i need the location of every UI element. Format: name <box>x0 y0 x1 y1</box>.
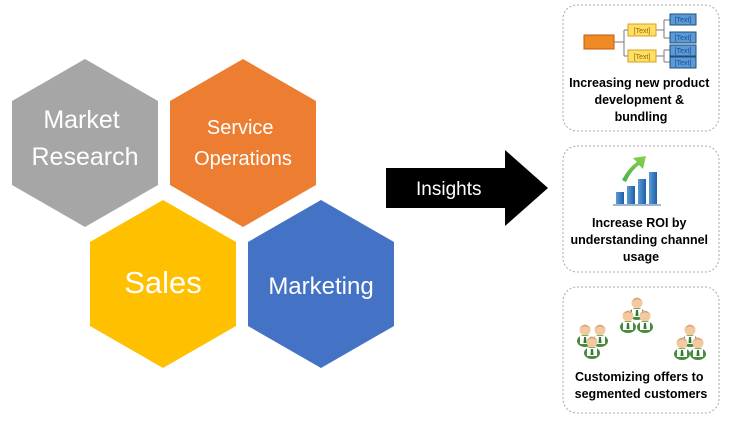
svg-text:[Text]: [Text] <box>675 60 692 67</box>
hexagon-label: Market Research <box>32 106 139 171</box>
insight-card-customers: Customizing offers to segmented customer… <box>562 286 720 414</box>
hexagon-label: Service Operations <box>194 117 292 170</box>
svg-text:[Text]: [Text] <box>675 35 692 42</box>
insight-card-product-development: [Text] [Text] [Text] [Text] [Text] [Text… <box>562 4 720 132</box>
svg-text:[Text]: [Text] <box>675 48 692 55</box>
insight-label: Increasing new product development & bun… <box>569 76 713 124</box>
insight-label: Customizing offers to segmented customer… <box>575 370 708 401</box>
hexagon-service-operations: Service Operations <box>170 59 316 227</box>
hexagon-label: Sales <box>124 265 202 300</box>
arrow-label: Insights <box>416 179 481 200</box>
svg-text:[Text]: [Text] <box>634 28 651 35</box>
svg-text:[Text]: [Text] <box>634 54 651 61</box>
hexagon-marketing: Marketing <box>248 200 394 368</box>
insight-label: Increase ROI by understanding channel us… <box>571 216 712 264</box>
hierarchy-chart-icon: [Text] [Text] [Text] [Text] [Text] [Text… <box>583 13 697 69</box>
hexagon-sales: Sales <box>90 200 236 368</box>
svg-text:[Text]: [Text] <box>675 17 692 24</box>
hexagon-market-research: Market Research <box>12 59 158 227</box>
insight-card-roi: Increase ROI by understanding channel us… <box>562 145 720 273</box>
hexagon-label: Marketing <box>268 273 373 300</box>
growth-bar-chart-icon <box>613 156 661 206</box>
insights-arrow: Insights <box>386 150 548 226</box>
